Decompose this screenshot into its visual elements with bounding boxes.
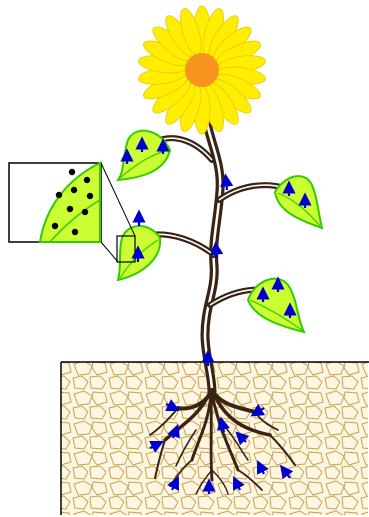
stomata-dot-icon: [69, 169, 75, 175]
stomata-dot-icon: [56, 192, 62, 198]
stomata-inset: [9, 163, 135, 262]
stomata-dot-icon: [71, 187, 77, 193]
flower-center: [185, 53, 219, 87]
stomata-dot-icon: [72, 229, 78, 235]
arrow-icon: [226, 180, 227, 190]
inset-pointer-bottom: [101, 242, 118, 262]
leaf-lower-right: [248, 279, 304, 332]
arrow-icon: [216, 248, 217, 258]
stomata-dot-icon: [84, 177, 90, 183]
sunflower-icon: [138, 6, 267, 134]
stomata-dot-icon: [87, 193, 93, 199]
stomata-dot-icon: [67, 206, 73, 212]
stomata-dot-icon: [82, 209, 88, 215]
stomata-dot-icon: [52, 223, 58, 229]
